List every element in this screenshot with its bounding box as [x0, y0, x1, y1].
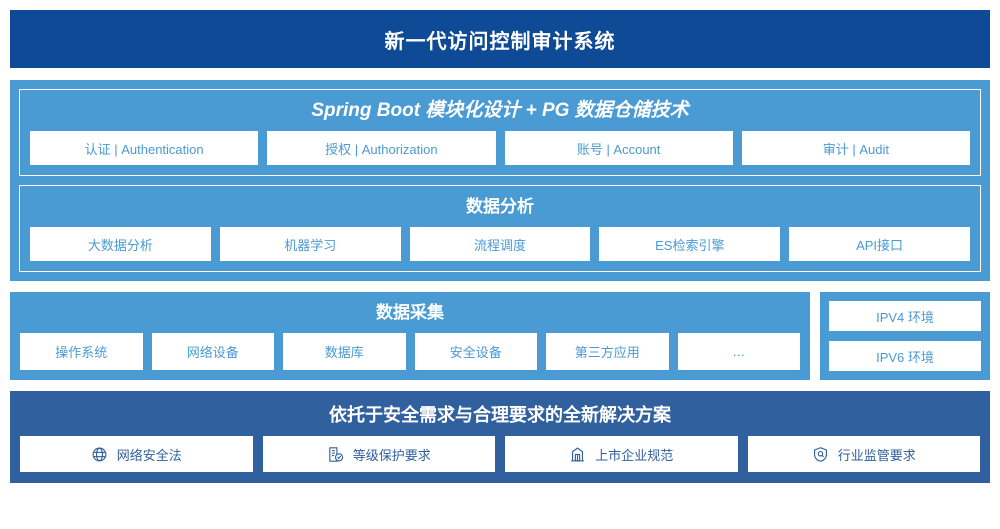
- compliance-label: 上市企业规范: [595, 447, 674, 463]
- compliance-label: 网络安全法: [116, 447, 182, 463]
- source-network-device[interactable]: 网络设备: [151, 333, 274, 370]
- environment-panel: IPV4 环境 IPV6 环境: [820, 292, 990, 380]
- data-analysis-panel: 数据分析 大数据分析 机器学习 流程调度 ES检索引擎 API接口: [19, 185, 981, 272]
- source-operating-system[interactable]: 操作系统: [20, 333, 143, 370]
- data-analysis-module-row: 大数据分析 机器学习 流程调度 ES检索引擎 API接口: [30, 227, 970, 261]
- environment-ipv4[interactable]: IPV4 环境: [829, 301, 981, 331]
- module-authorization[interactable]: 授权 | Authorization: [267, 131, 496, 165]
- compliance-label: 行业监管要求: [837, 447, 916, 463]
- page-title: 新一代访问控制审计系统: [384, 30, 616, 53]
- compliance-label: 等级保护要求: [352, 447, 431, 463]
- compliance-cybersecurity-law[interactable]: 网络安全法: [20, 436, 253, 472]
- compliance-listed-company-standard[interactable]: 上市企业规范: [505, 436, 738, 472]
- environment-ipv6[interactable]: IPV6 环境: [829, 341, 981, 371]
- module-authentication[interactable]: 认证 | Authentication: [30, 131, 259, 165]
- module-account[interactable]: 账号 | Account: [504, 131, 733, 165]
- spring-boot-panel: Spring Boot 模块化设计 + PG 数据仓储技术 认证 | Authe…: [19, 89, 981, 176]
- module-big-data-analysis[interactable]: 大数据分析: [30, 227, 211, 261]
- compliance-row: 网络安全法 等级保护要求: [20, 436, 980, 472]
- module-process-scheduling[interactable]: 流程调度: [409, 227, 591, 261]
- module-api-interface[interactable]: API接口: [789, 227, 970, 261]
- solution-title: 依托于安全需求与合理要求的全新解决方案: [329, 405, 671, 425]
- data-collection-panel: 数据采集 操作系统 网络设备 数据库 安全设备 第三方应用 …: [10, 292, 810, 380]
- shield-search-icon: [812, 446, 829, 463]
- architecture-section: Spring Boot 模块化设计 + PG 数据仓储技术 认证 | Authe…: [10, 80, 990, 281]
- compliance-classified-protection[interactable]: 等级保护要求: [262, 436, 495, 472]
- spring-boot-title: Spring Boot 模块化设计 + PG 数据仓储技术: [311, 100, 689, 121]
- document-check-icon: [327, 446, 344, 463]
- globe-icon: [91, 446, 108, 463]
- solution-section: 依托于安全需求与合理要求的全新解决方案 网络安全法: [10, 391, 990, 483]
- source-security-device[interactable]: 安全设备: [414, 333, 537, 370]
- compliance-industry-supervision[interactable]: 行业监管要求: [747, 436, 980, 472]
- module-audit[interactable]: 审计 | Audit: [741, 131, 970, 165]
- data-collection-section: 数据采集 操作系统 网络设备 数据库 安全设备 第三方应用 … IPV4 环境 …: [10, 292, 990, 380]
- spring-boot-module-row: 认证 | Authentication 授权 | Authorization 账…: [30, 131, 970, 165]
- source-database[interactable]: 数据库: [283, 333, 406, 370]
- data-collection-title: 数据采集: [376, 303, 444, 322]
- module-machine-learning[interactable]: 机器学习: [219, 227, 401, 261]
- source-more[interactable]: …: [677, 333, 800, 370]
- source-third-party-app[interactable]: 第三方应用: [546, 333, 669, 370]
- data-analysis-title: 数据分析: [466, 197, 534, 216]
- page-header: 新一代访问控制审计系统: [10, 10, 990, 68]
- data-collection-source-row: 操作系统 网络设备 数据库 安全设备 第三方应用 …: [20, 333, 800, 370]
- bank-building-icon: [569, 446, 586, 463]
- module-es-search-engine[interactable]: ES检索引擎: [599, 227, 781, 261]
